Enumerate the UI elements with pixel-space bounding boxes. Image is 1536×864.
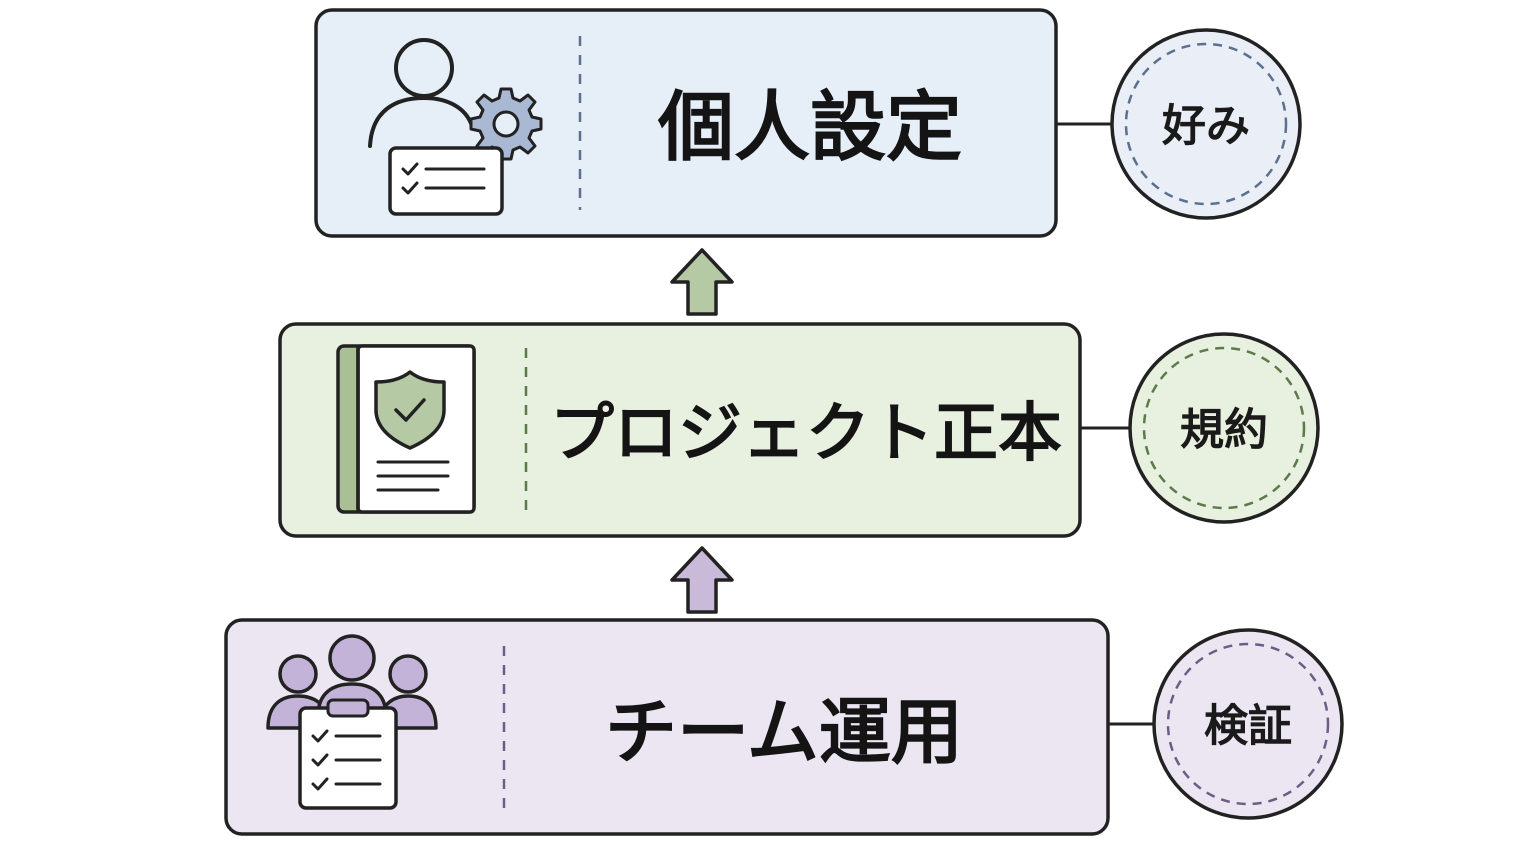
user-settings-icon: [368, 38, 543, 216]
layer-project-canon: プロジェクト正本 規約: [278, 322, 1320, 538]
gear-icon: [469, 87, 543, 161]
layer-box: [224, 618, 1110, 836]
layer-personal-settings: 個人設定 好み: [314, 8, 1302, 238]
layer-title: プロジェクト正本: [550, 397, 1062, 471]
badge-label: 規約: [1180, 405, 1268, 456]
arrow-up-icon: [670, 546, 734, 614]
clipboard-icon: [298, 698, 398, 810]
layer-box: [278, 322, 1082, 538]
badge-label: 好み: [1161, 101, 1250, 152]
badge-circle: 検証: [1152, 628, 1344, 820]
checklist-card-icon: [388, 146, 504, 216]
layer-title: 個人設定: [657, 83, 962, 172]
layer-team-operations: チーム運用 検証: [224, 618, 1344, 836]
shield-book-icon: [336, 344, 476, 514]
badge-label: 検証: [1204, 701, 1292, 752]
team-checklist-icon: [266, 634, 438, 810]
badge-circle: 好み: [1110, 28, 1302, 220]
arrow-up-icon: [670, 248, 734, 316]
layer-title: チーム運用: [605, 690, 963, 774]
badge-circle: 規約: [1128, 332, 1320, 524]
shield-icon: [374, 370, 446, 450]
